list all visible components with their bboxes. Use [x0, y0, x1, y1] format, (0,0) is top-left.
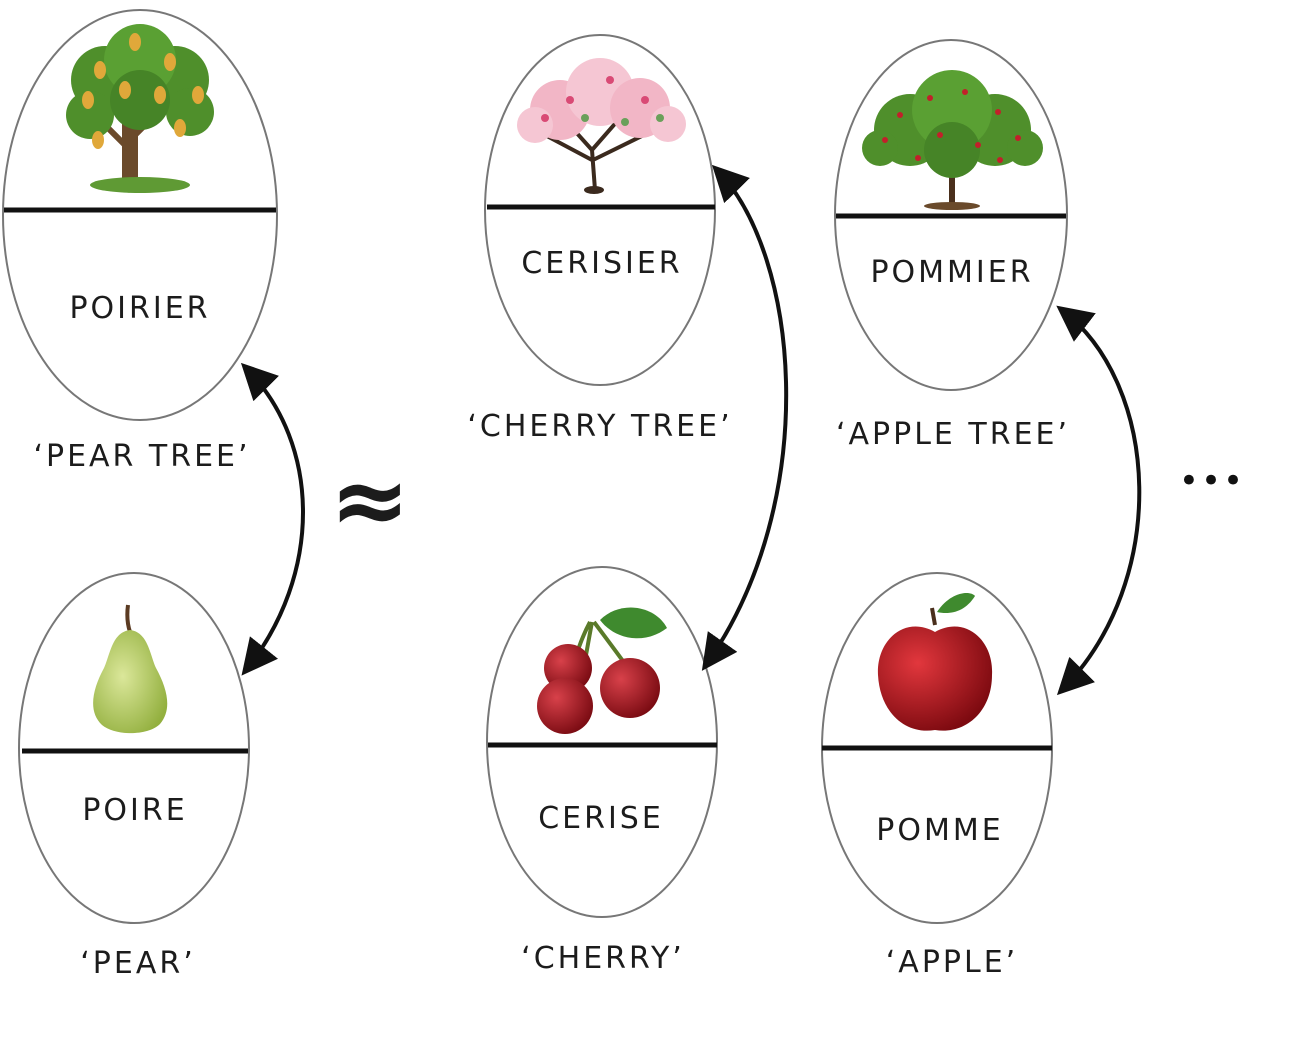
sign-word: POMME — [876, 813, 1003, 848]
continuation-ellipsis: ••• — [1179, 461, 1245, 501]
approx-equal-symbol: ≈ — [330, 444, 410, 556]
sign-pear: POIRE ‘PEAR’ — [18, 572, 250, 981]
signification-arrow — [701, 164, 789, 671]
sign-pear-tree: POIRIER ‘PEAR TREE’ — [2, 9, 278, 474]
gloss-label: ‘CHERRY TREE’ — [467, 409, 732, 444]
sign-apple: POMME ‘APPLE’ — [821, 572, 1053, 980]
gloss-label: ‘CHERRY’ — [521, 941, 685, 976]
signification-arrow — [240, 362, 305, 676]
signification-arrow — [1056, 305, 1142, 696]
apple-tree-icon — [862, 70, 1043, 210]
sign-oval — [834, 39, 1068, 391]
sign-word: POIRIER — [69, 291, 210, 326]
gloss-label: ‘PEAR TREE’ — [33, 439, 250, 474]
sign-oval — [18, 572, 250, 924]
cherries-icon — [537, 607, 667, 734]
gloss-label: ‘APPLE’ — [886, 945, 1018, 980]
sign-cherry: CERISE ‘CHERRY’ — [486, 566, 718, 976]
pear-icon — [93, 604, 168, 734]
sign-apple-tree: POMMIER ‘APPLE TREE’ — [834, 39, 1070, 452]
gloss-label: ‘APPLE TREE’ — [836, 417, 1070, 452]
sign-cherry-tree: CERISIER ‘CHERRY TREE’ — [467, 34, 732, 444]
apple-icon — [877, 593, 993, 731]
sign-word: POMMIER — [870, 255, 1033, 290]
cherry-tree-icon — [517, 58, 686, 194]
sign-oval — [2, 9, 278, 421]
sign-word: POIRE — [82, 793, 187, 828]
pear-tree-icon — [66, 24, 214, 193]
sign-oval — [486, 566, 718, 918]
sign-word: CERISIER — [521, 246, 682, 281]
gloss-label: ‘PEAR’ — [80, 946, 196, 981]
sign-word: CERISE — [538, 801, 664, 836]
